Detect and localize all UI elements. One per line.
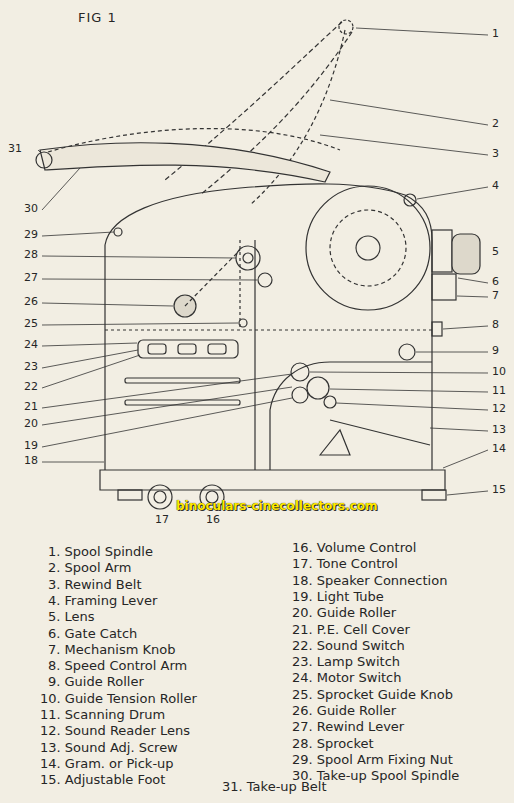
callout-number: 9 [492, 345, 499, 357]
part-list-item: 10. Guide Tension Roller [40, 692, 197, 706]
callout-number: 3 [492, 148, 499, 160]
callout-number: 4 [492, 180, 499, 192]
callout-number: 6 [492, 276, 499, 288]
part-list-item: 20. Guide Roller [292, 606, 396, 620]
callout-number: 11 [492, 385, 506, 397]
callout-number: 14 [492, 443, 506, 455]
part-list-item: 12. Sound Reader Lens [40, 724, 190, 738]
callout-number: 13 [492, 424, 506, 436]
part-list-item: 27. Rewind Lever [292, 720, 404, 734]
part-list-item: 8. Speed Control Arm [48, 659, 187, 673]
callout-number: 2 [492, 118, 499, 130]
part-list-item: 22. Sound Switch [292, 639, 405, 653]
callout-number: 1 [492, 28, 499, 40]
part-list-item: 11. Scanning Drum [40, 708, 165, 722]
callout-number: 10 [492, 366, 506, 378]
callout-number: 8 [492, 319, 499, 331]
callout-number: 12 [492, 403, 506, 415]
part-list-item: 1. Spool Spindle [48, 545, 153, 559]
callout-number: 29 [24, 229, 38, 241]
callout-number: 25 [24, 318, 38, 330]
part-list-item: 19. Light Tube [292, 590, 384, 604]
part-list-item: 2. Spool Arm [48, 561, 131, 575]
callout-number: 24 [24, 339, 38, 351]
part-list-item: 21. P.E. Cell Cover [292, 623, 410, 637]
callout-number: 17 [155, 514, 169, 526]
callout-number: 26 [24, 296, 38, 308]
part-list-item: 14. Gram. or Pick-up [40, 757, 174, 771]
callout-number: 5 [492, 246, 499, 258]
part-list-item: 4. Framing Lever [48, 594, 157, 608]
callout-number: 23 [24, 361, 38, 373]
callout-number: 22 [24, 381, 38, 393]
callout-number: 18 [24, 455, 38, 467]
part-list-item: 28. Sprocket [292, 737, 374, 751]
callout-number: 15 [492, 484, 506, 496]
callout-number: 28 [24, 249, 38, 261]
part-list-item: 16. Volume Control [292, 541, 416, 555]
callout-number: 21 [24, 401, 38, 413]
part-list-item: 13. Sound Adj. Screw [40, 741, 178, 755]
watermark: binoculars-cinecollectors.com [176, 500, 378, 513]
callout-number: 7 [492, 290, 499, 302]
callout-number: 16 [206, 514, 220, 526]
part-list-item: 23. Lamp Switch [292, 655, 400, 669]
part-list-item: 3. Rewind Belt [48, 578, 141, 592]
part-list-item: 29. Spool Arm Fixing Nut [292, 753, 453, 767]
part-list-item: 25. Sprocket Guide Knob [292, 688, 453, 702]
callout-number: 20 [24, 418, 38, 430]
figure-title: FIG 1 [78, 10, 117, 25]
part-list-item: 5. Lens [48, 610, 95, 624]
part-list-item: 15. Adjustable Foot [40, 773, 165, 787]
part-list-item: 9. Guide Roller [48, 675, 144, 689]
part-list-item: 18. Speaker Connection [292, 574, 447, 588]
part-list-item: 7. Mechanism Knob [48, 643, 176, 657]
part-list-item: 17. Tone Control [292, 557, 398, 571]
callout-number: 31 [8, 143, 22, 155]
part-list-item: 31. Take-up Belt [222, 780, 327, 794]
part-list-item: 26. Guide Roller [292, 704, 396, 718]
callout-number: 30 [24, 203, 38, 215]
part-list-item: 24. Motor Switch [292, 671, 401, 685]
callout-number: 19 [24, 440, 38, 452]
callout-number: 27 [24, 272, 38, 284]
part-list-item: 6. Gate Catch [48, 627, 137, 641]
